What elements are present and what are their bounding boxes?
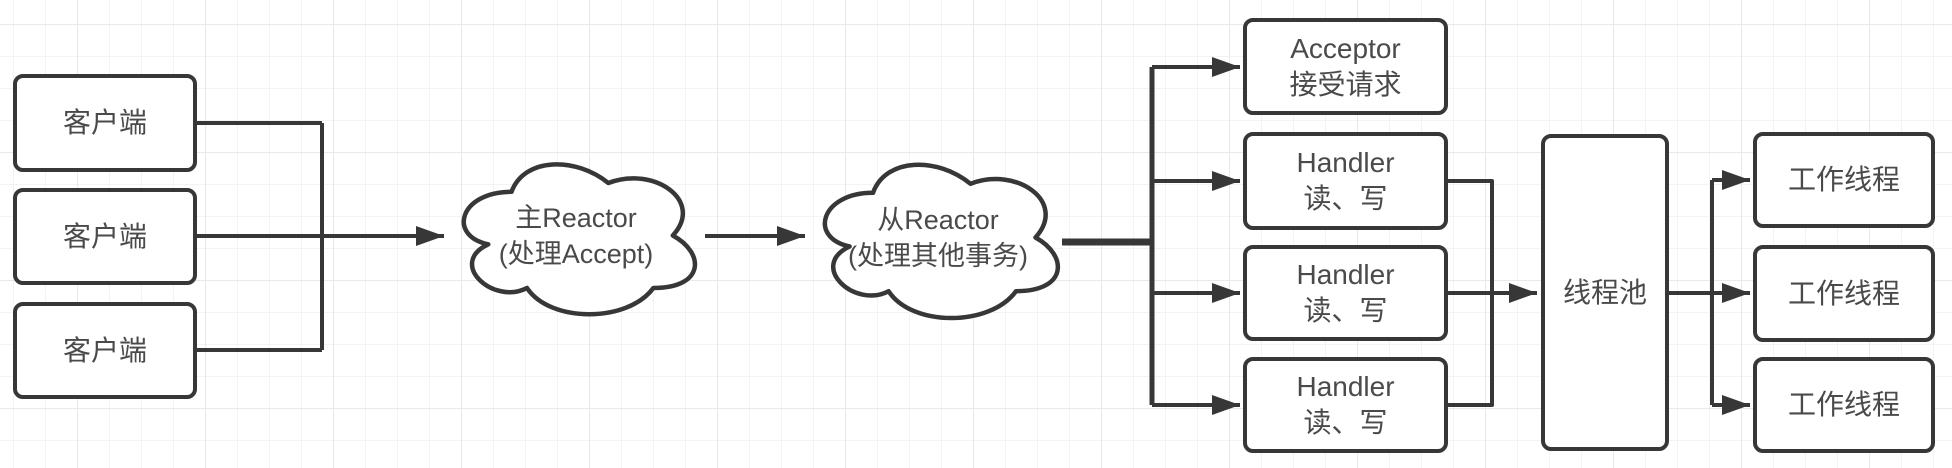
- thread-pool-box[interactable]: 线程池: [1541, 134, 1669, 451]
- worker-box-1[interactable]: 工作线程: [1753, 132, 1935, 228]
- handler-box-2[interactable]: Handler 读、写: [1243, 245, 1448, 341]
- handler-title: Handler: [1296, 259, 1395, 290]
- sub-reactor-cloud[interactable]: [822, 162, 1061, 321]
- main-reactor-cloud[interactable]: [461, 162, 698, 317]
- thread-pool-label: 线程池: [1562, 276, 1647, 308]
- worker-label: 工作线程: [1787, 389, 1900, 420]
- client-label: 客户端: [62, 334, 147, 366]
- acceptor-box[interactable]: Acceptor 接受请求: [1243, 18, 1448, 115]
- client-box-2[interactable]: 客户端: [13, 188, 197, 285]
- client-label: 客户端: [62, 107, 147, 138]
- handler-title: Handler: [1296, 147, 1395, 178]
- worker-box-2[interactable]: 工作线程: [1753, 245, 1935, 342]
- acceptor-title: Acceptor: [1290, 32, 1401, 64]
- client-box-3[interactable]: 客户端: [13, 302, 197, 399]
- client-label: 客户端: [62, 220, 147, 252]
- handler-subtitle: 读、写: [1303, 183, 1388, 214]
- worker-box-3[interactable]: 工作线程: [1753, 357, 1935, 453]
- client-box-1[interactable]: 客户端: [13, 74, 197, 172]
- handler-title: Handler: [1296, 371, 1395, 402]
- handler-box-3[interactable]: Handler 读、写: [1243, 357, 1448, 453]
- handler-subtitle: 读、写: [1303, 407, 1388, 438]
- handler-box-1[interactable]: Handler 读、写: [1243, 132, 1448, 230]
- acceptor-subtitle: 接受请求: [1289, 68, 1402, 100]
- handler-subtitle: 读、写: [1303, 295, 1388, 326]
- worker-label: 工作线程: [1787, 277, 1900, 309]
- worker-label: 工作线程: [1787, 164, 1900, 195]
